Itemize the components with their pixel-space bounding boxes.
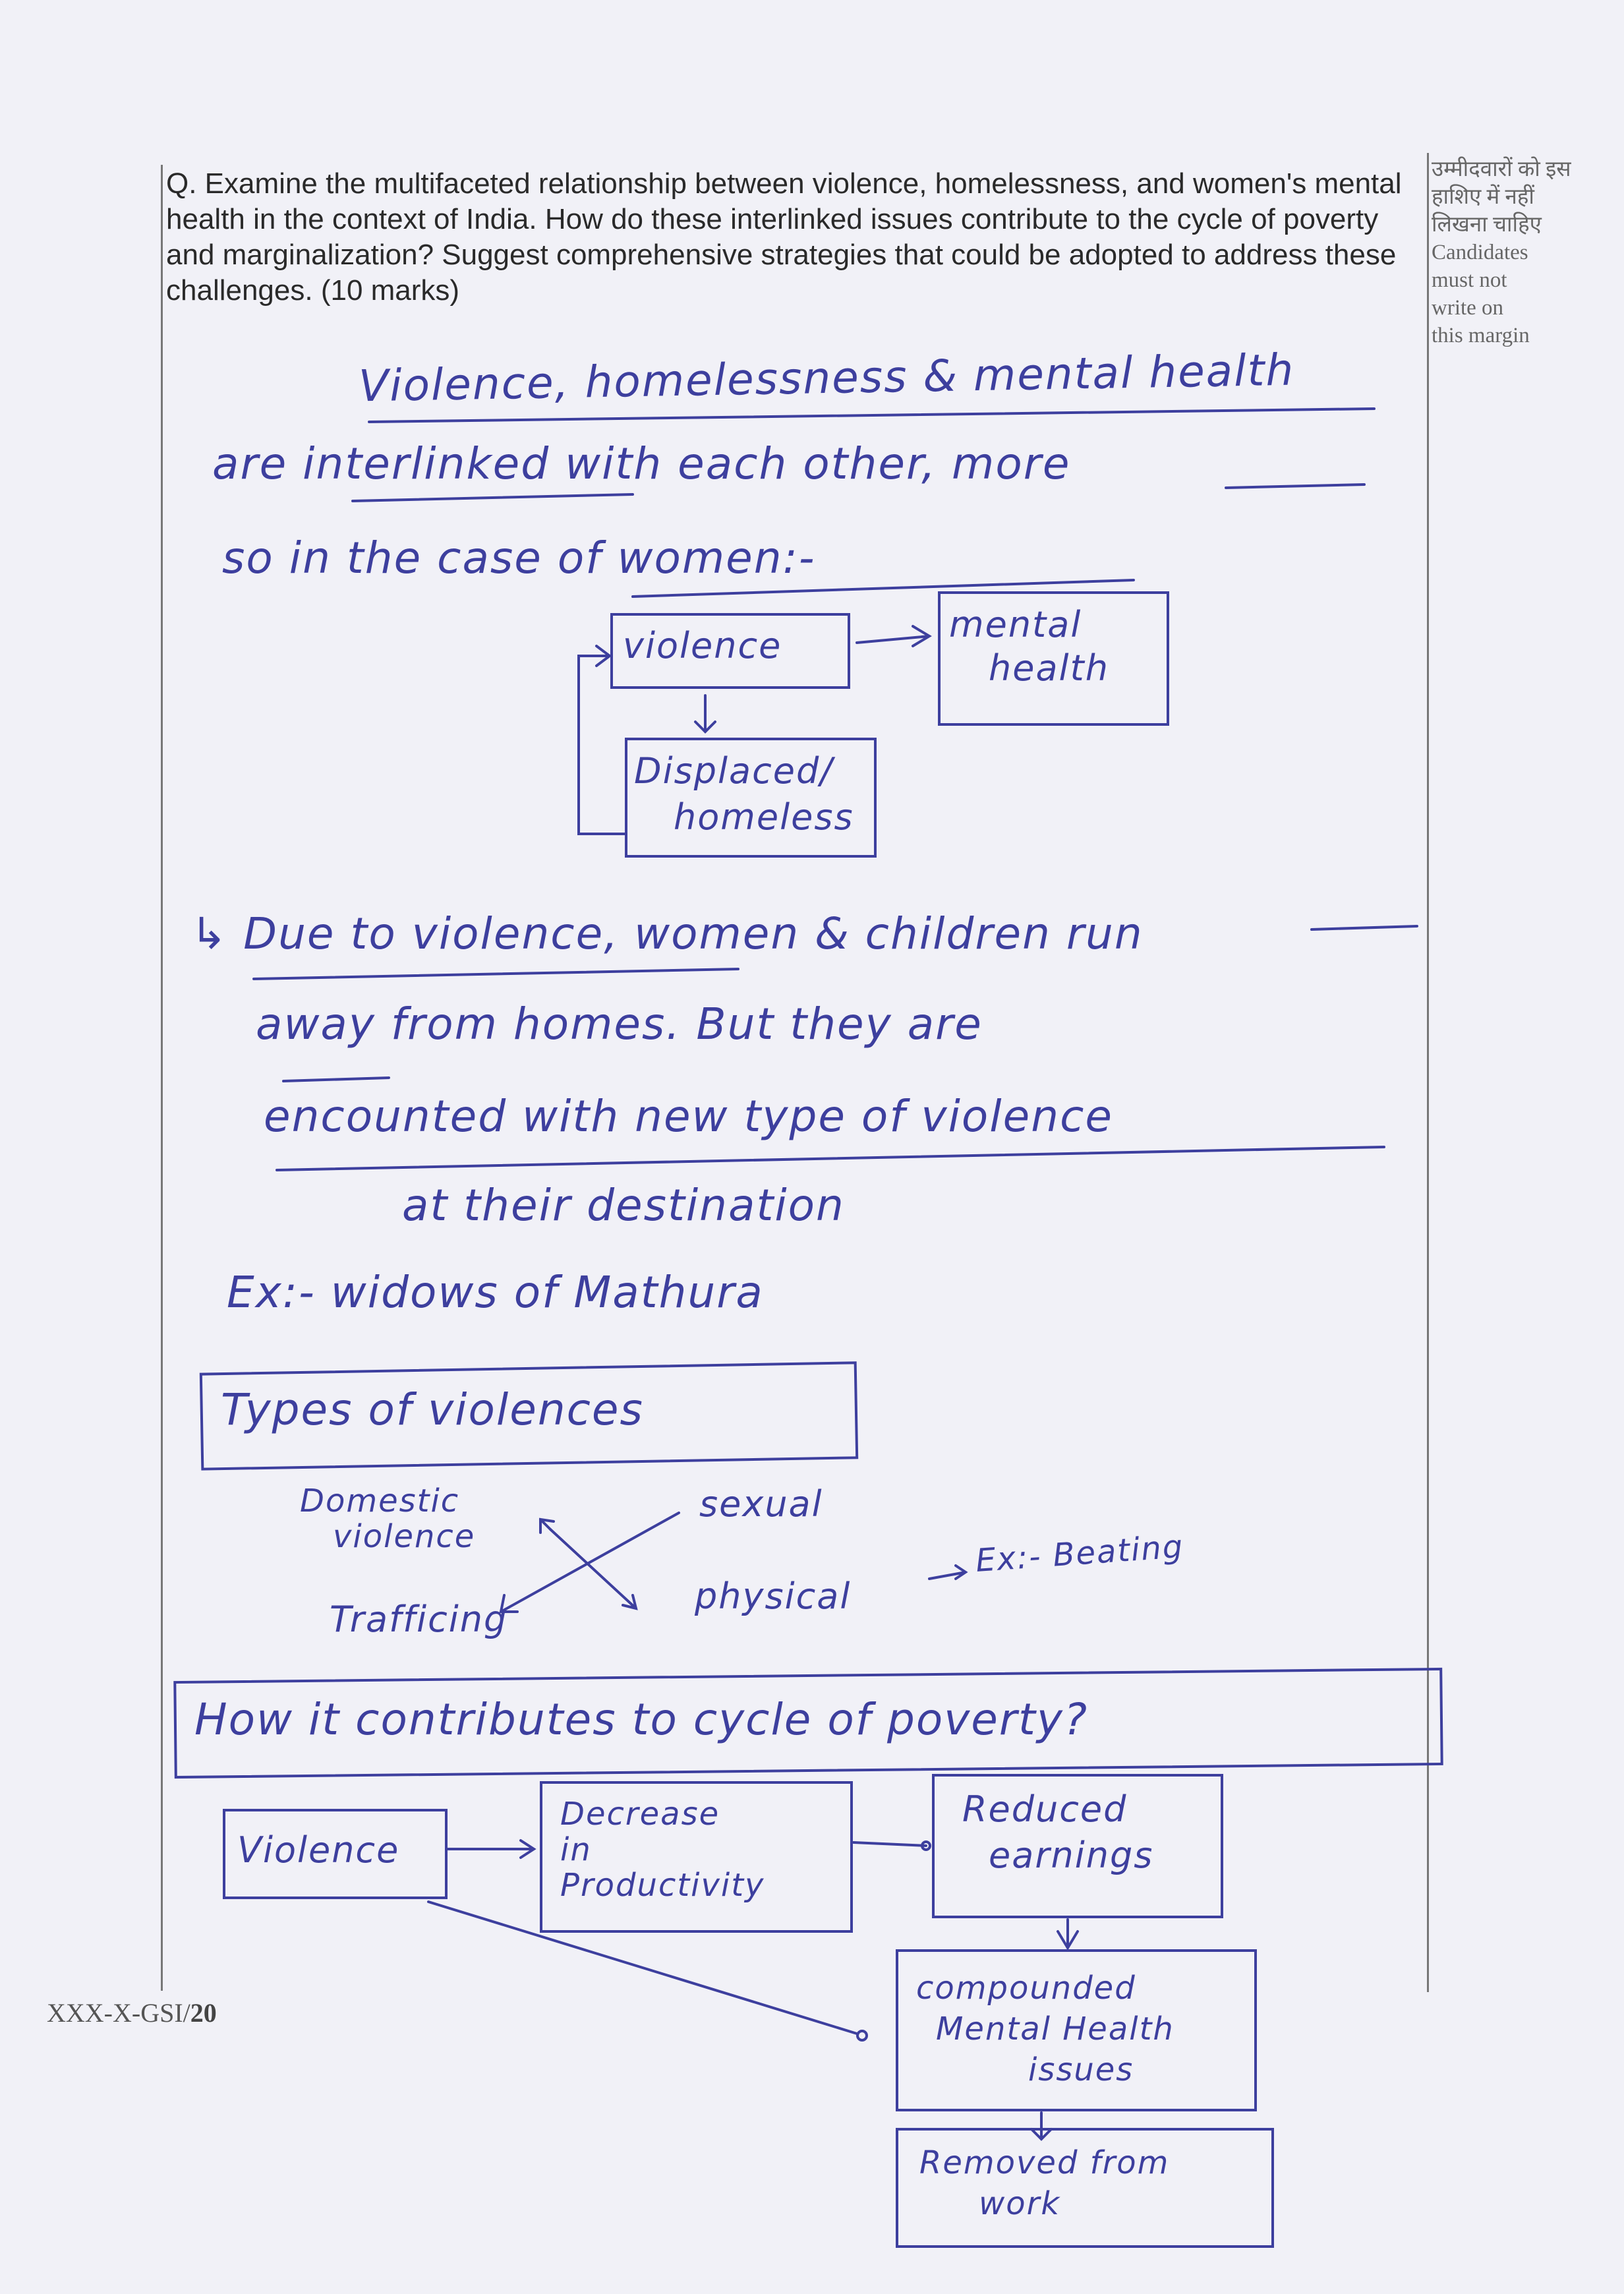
label-line: Reduced: [962, 1788, 1128, 1830]
label-line: Mental Health: [936, 2011, 1174, 2047]
arrow-reduced-to-compounded: [1057, 1918, 1079, 1951]
margin-note-line: Candidates: [1432, 241, 1528, 264]
diagram-label-violence: violence: [623, 625, 782, 666]
underline: [276, 1146, 1385, 1171]
underline: [351, 493, 634, 502]
footer-code: XXX-X-GSI/: [47, 1998, 190, 2028]
arrow-violence-to-mental: [856, 625, 932, 647]
arrow-head-dot: [856, 2030, 868, 2042]
box-types-heading: [199, 1361, 859, 1471]
label-line: Displaced/: [634, 750, 834, 792]
type-physical: physical: [695, 1575, 852, 1617]
label-line: compounded: [916, 1970, 1136, 2007]
left-margin-rule: [161, 165, 163, 1991]
answer-line: at their destination: [402, 1180, 845, 1231]
flow-compounded-mental-health: compounded Mental Health issues: [916, 1968, 1174, 2090]
margin-note-line: write on: [1432, 296, 1504, 320]
margin-note-line: this margin: [1432, 324, 1530, 347]
arrow-cross-1: [549, 1528, 638, 1610]
types-heading: Types of violences: [221, 1384, 644, 1435]
margin-note-line: must not: [1432, 268, 1507, 292]
underline: [252, 968, 740, 980]
arrow-violence-to-displaced: [694, 694, 716, 734]
margin-warning: उम्मीदवारों को इस हाशिए में नहीं लिखना च…: [1432, 156, 1616, 349]
type-sexual: sexual: [699, 1483, 823, 1525]
answer-line: encounted with new type of violence: [264, 1091, 1113, 1142]
box-compounded: [896, 1949, 1257, 2111]
underline: [1310, 925, 1418, 931]
arrow-v-to-compounded: [427, 1900, 858, 2035]
page-number: 20: [190, 1998, 217, 2028]
label-line: Removed from: [919, 2144, 1170, 2181]
label-line: Productivity: [560, 1867, 765, 1904]
label-line: earnings: [989, 1835, 1154, 1876]
arrow-head-dot: [921, 1840, 931, 1851]
flow-violence: Violence: [237, 1829, 400, 1871]
underline: [368, 407, 1376, 423]
flow-decrease-productivity: Decrease in Productivity: [560, 1796, 765, 1903]
label-line: homeless: [674, 796, 854, 838]
flow-reduced-earnings: Reduced earnings: [962, 1786, 1153, 1879]
answer-line: ↳ Due to violence, women & children run: [190, 908, 1144, 959]
page-footer-code: XXX-X-GSI/20: [47, 1997, 217, 2028]
label-line: issues: [1028, 2051, 1134, 2088]
margin-note-line: उम्मीदवारों को इस: [1432, 158, 1571, 181]
label-line: in: [560, 1831, 592, 1868]
arrow-loop-back: [577, 645, 627, 835]
underline: [282, 1076, 390, 1082]
underline: [1225, 483, 1366, 489]
label-line: violence: [333, 1518, 476, 1555]
label-line: health: [989, 647, 1109, 689]
diagram-label-displaced: Displaced/ homeless: [634, 748, 854, 840]
label-line: work: [979, 2185, 1061, 2222]
right-margin-rule: [1427, 153, 1429, 1992]
arrow-physical-example: [928, 1564, 968, 1580]
box-decrease: [540, 1781, 853, 1933]
diagram-label-mental-health: mental health: [949, 603, 1109, 690]
box-poverty-heading: [173, 1667, 1443, 1779]
answer-line: Ex:- widows of Mathura: [227, 1267, 764, 1318]
box-displaced: [625, 738, 877, 858]
label-line: Domestic: [300, 1483, 460, 1519]
margin-note-line: लिखना चाहिए: [1432, 213, 1542, 237]
flow-removed-from-work: Removed from work: [919, 2142, 1169, 2224]
answer-line: away from homes. But they are: [256, 999, 983, 1049]
box-violence: [610, 613, 850, 689]
box-reduced: [932, 1774, 1223, 1918]
box-mental-health: [938, 591, 1169, 726]
box-violence-2: [223, 1809, 448, 1899]
answer-line: so in the case of women:-: [222, 533, 816, 583]
underline: [631, 579, 1135, 598]
type-trafficking: Trafficing: [330, 1599, 508, 1640]
box-removed: [896, 2128, 1274, 2248]
arrow-decrease-to-reduced: [852, 1841, 927, 1847]
arrow-v-to-decrease: [447, 1839, 536, 1859]
poverty-heading: How it contributes to cycle of poverty?: [194, 1694, 1089, 1745]
label-line: mental: [949, 604, 1082, 645]
arrow-cross-2: [499, 1512, 680, 1613]
margin-note-line: हाशिए में नहीं: [1432, 185, 1534, 209]
arrow-cross-1b: [539, 1517, 555, 1534]
question-text: Q. Examine the multifaceted relationship…: [166, 167, 1402, 307]
arrow-compounded-to-removed: [1030, 2111, 1053, 2141]
answer-line: are interlinked with each other, more: [212, 438, 1071, 489]
label-line: Decrease: [560, 1796, 720, 1833]
type-domestic: Domestic violence: [300, 1483, 475, 1554]
